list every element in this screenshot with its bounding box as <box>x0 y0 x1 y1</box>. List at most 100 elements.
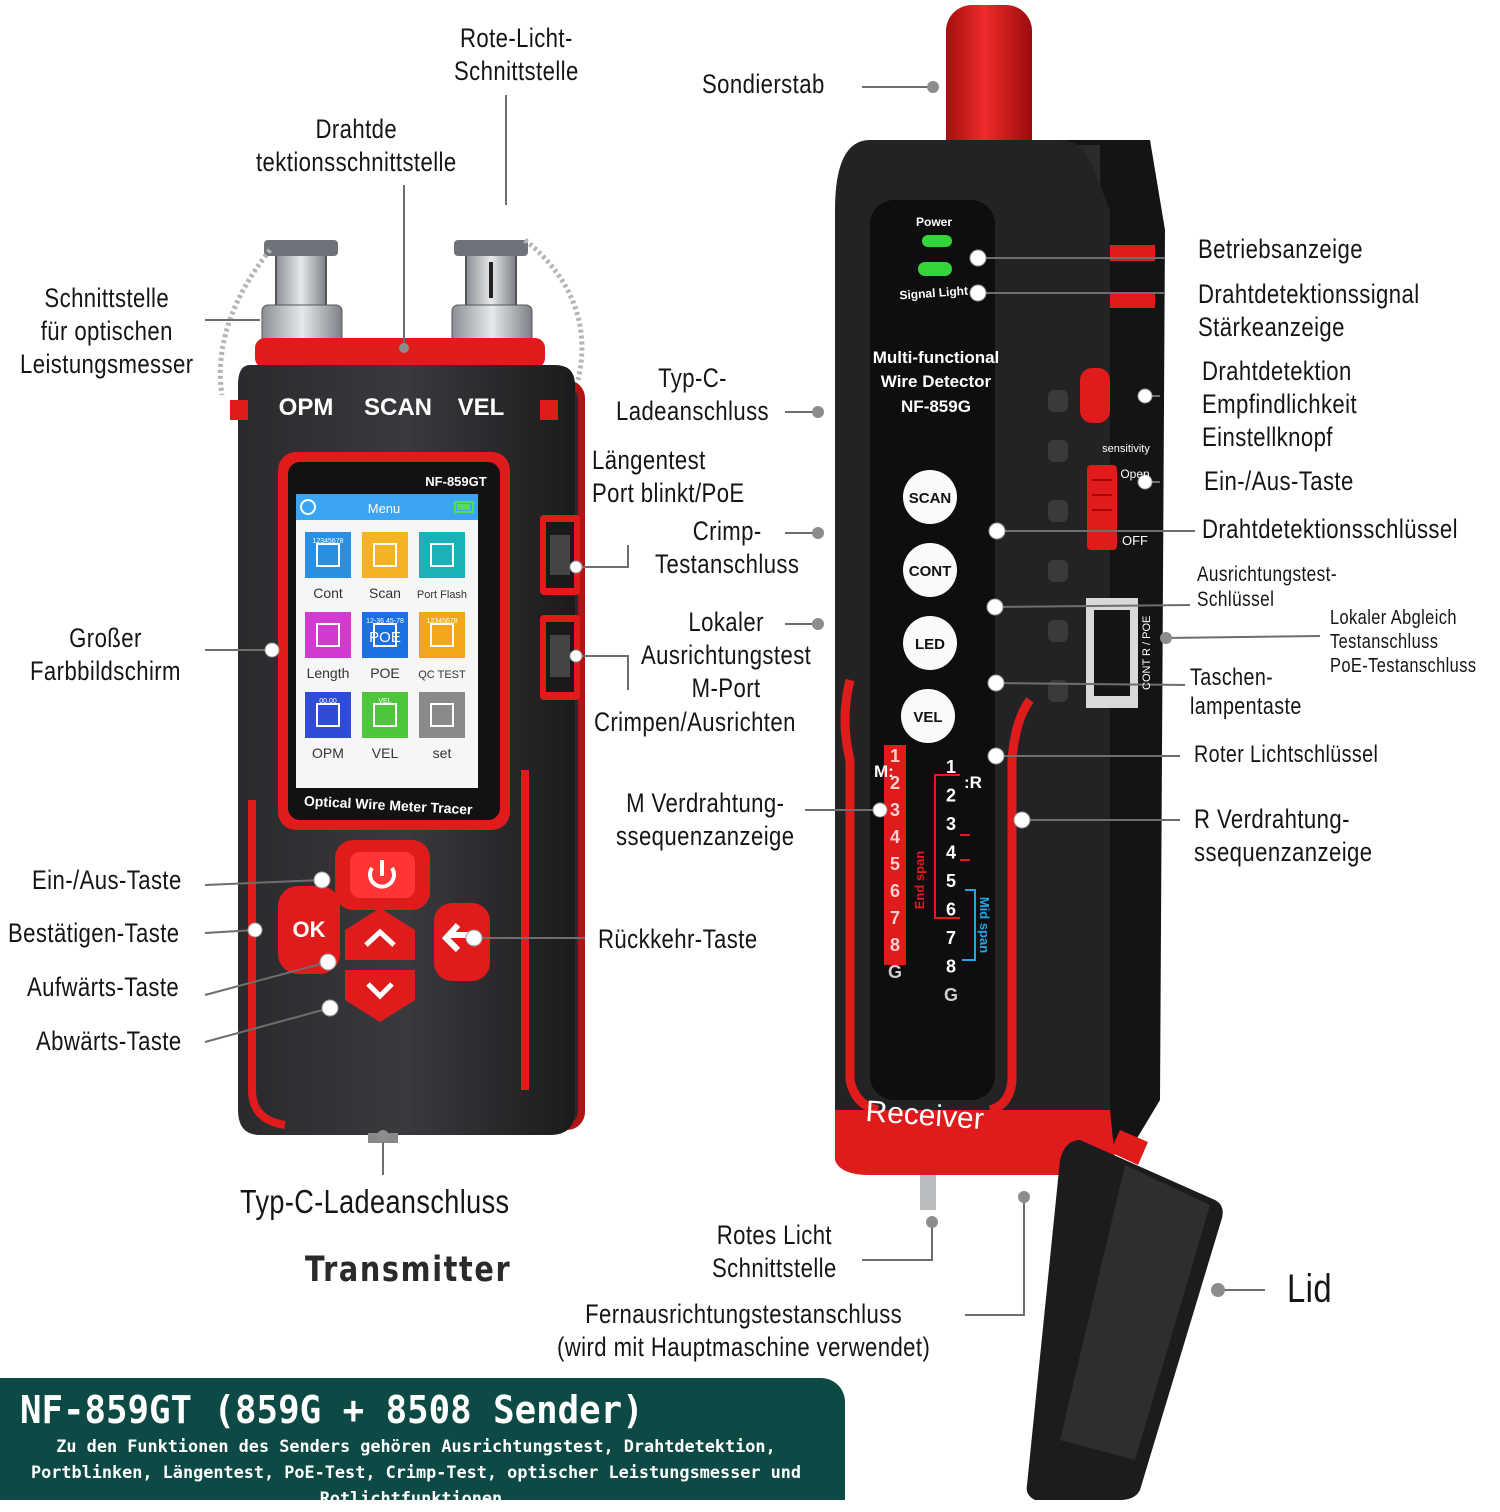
cont-key[interactable] <box>903 543 957 597</box>
menu-tile-label: set <box>433 745 452 761</box>
label-return-key: Rückkehr-Taste <box>598 924 758 954</box>
mid-span-label: Mid span <box>977 897 992 953</box>
menu-tile-glyph <box>373 623 397 647</box>
signal-led <box>918 262 952 276</box>
end-span-label: End span <box>912 851 927 910</box>
menu-tile-label: POE <box>370 665 400 681</box>
menu-tile-vel[interactable]: VEL VEL <box>362 692 408 761</box>
scan-top-button[interactable]: SCAN <box>364 394 432 421</box>
menu-tile-label: Length <box>307 665 350 681</box>
r-sequence-number: 2 <box>946 786 956 806</box>
menu-tile-label: Cont <box>313 585 343 601</box>
m-sequence-number: 6 <box>890 881 900 901</box>
ethernet-port-icon <box>305 532 351 578</box>
off-label: OFF <box>1122 533 1148 548</box>
r-sequence-number: 3 <box>946 814 956 834</box>
poe-tile-title: POE <box>369 629 401 646</box>
r-sequence-number: 1 <box>946 757 956 777</box>
label-wire-detect-key: Drahtdetektionsschlüssel <box>1202 514 1458 544</box>
menu-tile-set[interactable]: set <box>419 692 465 761</box>
label-align-key: Ausrichtungstest-Schlüssel <box>1197 563 1338 611</box>
label-r-sequence: R Verdrahtung-ssequenzanzeige <box>1194 804 1373 867</box>
label-m-sequence: M Verdrahtung-ssequenzanzeige <box>616 788 795 851</box>
m-sequence-number: 7 <box>890 908 900 928</box>
port-side-label: CONT R / POE <box>1141 616 1153 690</box>
menu-tile-tag: 12-36 45-78 <box>366 618 404 625</box>
menu-tile-scan[interactable]: Scan <box>362 532 408 601</box>
crimp-test-port <box>540 615 580 700</box>
return-button[interactable] <box>434 903 490 981</box>
label-up-key: Aufwärts-Taste <box>27 972 180 1002</box>
info-banner: NF-859GT (859G + 8508 Sender) Zu den Fun… <box>0 1378 845 1509</box>
receiver-title-2: Wire Detector <box>881 372 992 391</box>
label-down-key: Abwärts-Taste <box>36 1026 182 1056</box>
label-red-light-port: Rote-Licht-Schnittstelle <box>454 23 579 86</box>
lid-cap <box>1026 1130 1223 1500</box>
receiver-title-3: NF-859G <box>901 397 971 416</box>
label-crimp-port: Crimp-Testanschluss <box>655 516 800 579</box>
led-key[interactable] <box>903 616 957 670</box>
vel-icon <box>362 692 408 738</box>
screen-title: Menu <box>368 501 401 516</box>
menu-tile-tag: 00.00 <box>319 698 337 705</box>
label-probe: Sondierstab <box>702 69 825 99</box>
menu-tile-glyph <box>316 543 340 567</box>
sensitivity-label: sensitivity <box>1102 443 1150 455</box>
m-label: M: <box>874 762 894 781</box>
menu-tile-label: VEL <box>372 745 399 761</box>
open-label: Open <box>1120 467 1149 481</box>
label-power-key-right: Ein-/Aus-Taste <box>1204 466 1354 496</box>
qc-port-icon <box>419 612 465 658</box>
label-remote-align: Fernausrichtungstestanschluss(wird mit H… <box>557 1299 931 1362</box>
scan-key[interactable] <box>903 470 957 524</box>
power-slider[interactable] <box>1087 465 1117 550</box>
menu-tile-glyph <box>316 623 340 647</box>
m-sequence-number: 3 <box>890 800 900 820</box>
menu-tile-length[interactable]: Length <box>305 612 351 681</box>
r-sequence-number: 6 <box>946 900 956 920</box>
m-sequence-number: 4 <box>890 827 900 847</box>
opm-meter-icon <box>305 692 351 738</box>
transmitter-model: NF-859GT <box>425 474 486 489</box>
ok-label: OK <box>293 917 326 942</box>
menu-tile-port-flash[interactable]: Port Flash <box>417 532 467 601</box>
cont-key-label: CONT <box>909 563 952 580</box>
menu-tile-label: Scan <box>369 585 401 601</box>
opm-connector <box>261 240 343 346</box>
led-key-label: LED <box>915 636 945 653</box>
opm-top-button[interactable]: OPM <box>279 394 334 421</box>
label-typec-bottom: Typ-C-Ladeanschluss <box>240 1183 510 1220</box>
menu-tile-label: OPM <box>312 745 344 761</box>
r-sequence-number: G <box>944 985 958 1005</box>
banner-description: Zu den Funktionen des Senders gehören Au… <box>30 1437 802 1509</box>
menu-tile-tag: VEL <box>378 698 391 705</box>
sensitivity-knob[interactable] <box>1080 368 1110 423</box>
vel-key[interactable] <box>901 689 955 743</box>
menu-tile-tag: 12345678 <box>426 618 457 625</box>
m-sequence-number: G <box>888 962 902 982</box>
leader-dots <box>377 81 1225 1297</box>
banner-title: NF-859GT (859G + 8508 Sender) <box>20 1388 644 1432</box>
vel-top-button[interactable]: VEL <box>458 394 505 421</box>
poe-icon <box>362 612 408 658</box>
menu-tile-glyph <box>430 623 454 647</box>
receiver-device <box>835 5 1165 1210</box>
leader-dots-white <box>247 249 1153 1017</box>
r-label: :R <box>964 773 982 792</box>
receiver-brand: Receiver <box>864 1095 984 1136</box>
power-led-label: Power <box>916 215 952 229</box>
signal-led-label: Signal Light <box>899 284 968 303</box>
menu-tile-glyph <box>373 703 397 727</box>
ok-button[interactable] <box>278 886 340 974</box>
m-sequence-number: 5 <box>890 854 900 874</box>
